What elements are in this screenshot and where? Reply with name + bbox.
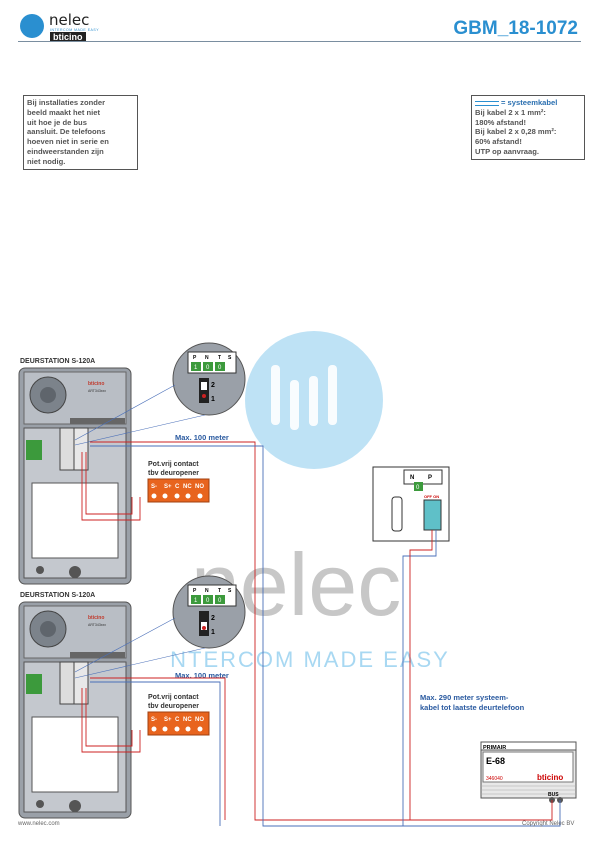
system-cable-line-icon — [475, 100, 499, 106]
note-line: Bij installaties zonder — [27, 98, 106, 107]
psu-brand: bticino — [537, 773, 563, 782]
note-line: niet nodig. — [27, 156, 66, 166]
dip-value: 0 — [218, 598, 222, 604]
psu-code: 346040 — [486, 776, 503, 782]
footer-copyright: Copyright Nelec BV — [522, 821, 575, 827]
psu-model: E-68 — [486, 756, 505, 766]
relay-label: S- — [151, 717, 157, 723]
mini-model: ART343xxx — [88, 389, 106, 393]
distance-label: Max. 100 meter — [175, 433, 229, 442]
distance-label: Max. 100 meter — [175, 671, 229, 680]
psu-bus: BUS — [548, 792, 559, 798]
handset-label: P — [428, 475, 432, 481]
dip-label: T — [218, 355, 221, 361]
dip-label: N — [205, 588, 209, 594]
dip-value: 1 — [194, 365, 198, 371]
terminal-block-green-icon — [26, 674, 42, 694]
mini-brand: bticino — [88, 615, 104, 621]
note-line: aansluit. De telefoons — [27, 127, 106, 137]
relay-label: C — [175, 717, 180, 723]
contact-label: tbv deuropener — [148, 703, 199, 710]
dip-value: 0 — [218, 365, 222, 371]
dip-label: S — [228, 355, 232, 361]
terminal-block-green-icon — [26, 440, 42, 460]
contact-label: tbv deuropener — [148, 470, 199, 477]
relay-label: C — [175, 484, 180, 490]
legend-title: = systeemkabel — [501, 98, 558, 107]
handset-value: 0 — [416, 485, 420, 491]
relay-module-2: S- S+ C NC NO — [147, 711, 210, 736]
relay-label: S+ — [164, 717, 172, 723]
cable-legend: = systeemkabel Bij kabel 2 x 1 mm²: 180%… — [471, 95, 585, 160]
legend-line-text: 60% afstand! — [475, 137, 522, 147]
handset-unit: N P 0 OFF ON — [372, 466, 450, 542]
system-cable-wires — [81, 441, 561, 827]
logo-name: nelec — [49, 11, 90, 29]
dip-value: 0 — [206, 598, 210, 604]
mini-model: ART343xxx — [88, 623, 106, 627]
legend-line-text: Bij kabel 2 x 1 mm²: — [475, 107, 546, 117]
legend-line-text: Bij kabel 2 x 0,28 mm²: — [475, 127, 557, 137]
dip-label: P — [193, 355, 197, 361]
nelec-logo-icon — [20, 14, 44, 38]
door-station-title: DEURSTATION S-120A — [20, 592, 95, 599]
contact-label: Pot.vrij contact — [148, 694, 199, 701]
legend-line-text: 180% afstand! — [475, 117, 527, 127]
legend-line-text: UTP op aanvraag. — [475, 146, 540, 156]
header-divider — [18, 41, 581, 42]
handset-icon — [391, 496, 403, 532]
contact-label: Pot.vrij contact — [148, 461, 199, 468]
handset-switch-label: OFF ON — [424, 494, 439, 499]
handset-label: N — [410, 475, 414, 481]
dip-value: 1 — [194, 598, 198, 604]
note-line: eindweerstanden zijn — [27, 146, 104, 156]
watermark-bars-icon — [271, 365, 337, 430]
note-line: hoeven niet in serie en — [27, 137, 109, 147]
document-code: GBM_18-1072 — [453, 18, 578, 39]
logo-brand: bticino — [50, 32, 86, 42]
logo-tagline: INTERCOM MADE EASY — [50, 28, 100, 32]
watermark-tagline: NTERCOM MADE EASY — [170, 647, 450, 672]
dip-label: T — [218, 588, 221, 594]
dip-value: 0 — [206, 365, 210, 371]
mini-brand: bticino — [88, 381, 104, 387]
door-station-1: bticino ART343xxx — [18, 367, 132, 585]
system-cable-note: kabel tot laatste deurtelefoon — [420, 703, 525, 712]
switch-label: 2 — [211, 615, 215, 622]
system-cable-note: Max. 290 meter systeem- — [420, 693, 509, 702]
psu-primary: PRIMAIR — [483, 745, 506, 751]
installation-note: Bij installaties zonder beeld maakt het … — [23, 95, 138, 170]
power-supply-e68: PRIMAIR E-68 346040 bticino BUS — [480, 741, 577, 803]
relay-label: S- — [151, 484, 157, 490]
dip-label: P — [193, 588, 197, 594]
dip-label: S — [228, 588, 232, 594]
door-station-title: DEURSTATION S-120A — [20, 358, 95, 365]
note-line: beeld maakt het niet — [27, 107, 101, 117]
relay-label: NC — [183, 484, 192, 490]
switch-label: 1 — [211, 396, 215, 403]
switch-label: 2 — [211, 382, 215, 389]
relay-label: NO — [195, 484, 204, 490]
relay-label: S+ — [164, 484, 172, 490]
relay-module-1: S- S+ C NC NO — [147, 478, 210, 503]
dip-label: N — [205, 355, 209, 361]
relay-label: NC — [183, 717, 192, 723]
note-line: uit hoe je de bus — [27, 117, 87, 127]
door-station-2: bticino ART343xxx — [18, 601, 132, 819]
dip-switch-zoom-1: P N T S 1 0 0 2 1 — [172, 342, 246, 416]
footer-website: www.nelec.com — [18, 821, 60, 827]
switch-label: 1 — [211, 629, 215, 636]
dip-switch-zoom-2: P N T S 1 0 0 2 1 — [172, 575, 246, 649]
relay-label: NO — [195, 717, 204, 723]
